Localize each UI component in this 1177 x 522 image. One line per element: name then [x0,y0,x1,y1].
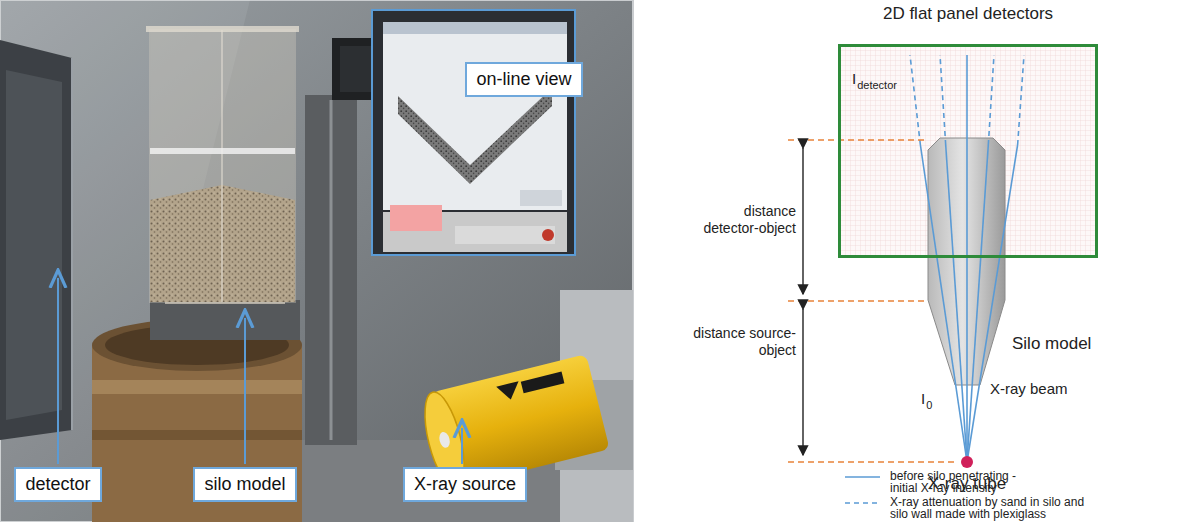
photo-label-box: detector [14,467,101,502]
x-ray-tube-dot [961,456,973,468]
distance-guide [788,140,955,462]
photo-label-box: on-line view [465,62,582,97]
legend-sample [845,476,880,478]
diagram-label: distance detector-object [688,203,796,237]
panel-heading: 2D flat panel detectors [838,4,1098,24]
leader-line [57,278,59,464]
diagram-label: 0 [926,399,932,412]
schematic [788,47,1095,503]
label-text: on-line view [476,69,571,90]
legend-sample [845,502,880,504]
photo-label-box: X-ray source [403,467,527,502]
diagram-label: distance source-object [688,325,796,359]
x-ray-beams [910,55,1024,462]
panel-outline [838,44,1098,258]
label-text: X-ray source [414,474,516,495]
photo-label-box: silo model [193,467,296,502]
leader-line [244,318,246,464]
legend-text: before silo penetrating - initial X-ray … [890,470,1042,494]
diagram-label: I [852,70,856,88]
label-text: detector [25,474,90,495]
label-text: silo model [204,474,285,495]
diagram-label: Silo model [1012,334,1091,354]
dimension-arrow [802,148,803,455]
diagram-label: I [921,390,925,408]
photo [0,0,633,522]
legend-text: X-ray attenuation by sand in silo and si… [890,496,1086,520]
diagram-label: X-ray beam [990,380,1068,398]
leader-line [461,428,463,464]
detector-panel: 2D flat panel detectors [838,0,1098,258]
diagram-label: detector [857,79,897,92]
